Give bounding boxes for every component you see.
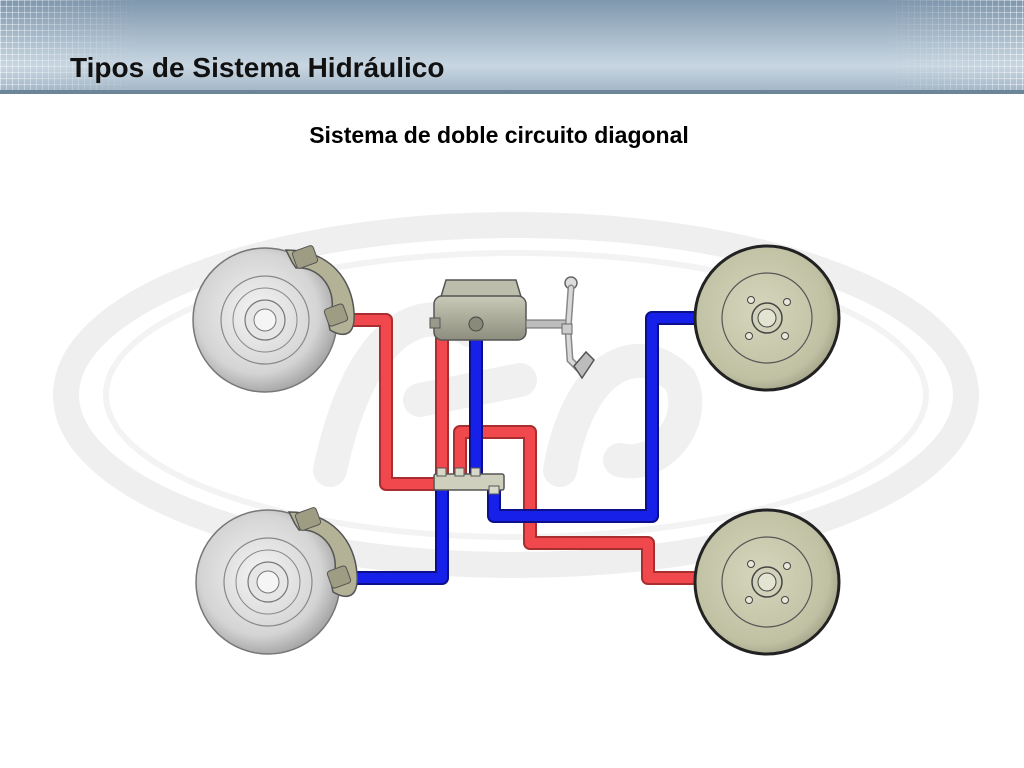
circuit-b-lines [345, 311, 705, 585]
header-bar: Tipos de Sistema Hidráulico [0, 0, 1024, 94]
page-title: Tipos de Sistema Hidráulico [70, 52, 445, 83]
distribution-valve-icon [433, 467, 505, 495]
disc-brake-icon [192, 245, 355, 393]
circuit-a-lines [331, 313, 705, 585]
brake-pedal-icon [561, 276, 595, 380]
diagram-subtitle: Sistema de doble circuito diagonal [309, 122, 689, 148]
drum-brake-icon [693, 508, 841, 656]
drum-brake-icon [693, 244, 841, 392]
header-grid-pattern-right [884, 0, 1024, 94]
disc-brake-icon [195, 507, 358, 655]
master-cylinder-icon [429, 279, 567, 341]
header-grid-pattern-left [0, 0, 140, 94]
header-divider [0, 90, 1024, 94]
